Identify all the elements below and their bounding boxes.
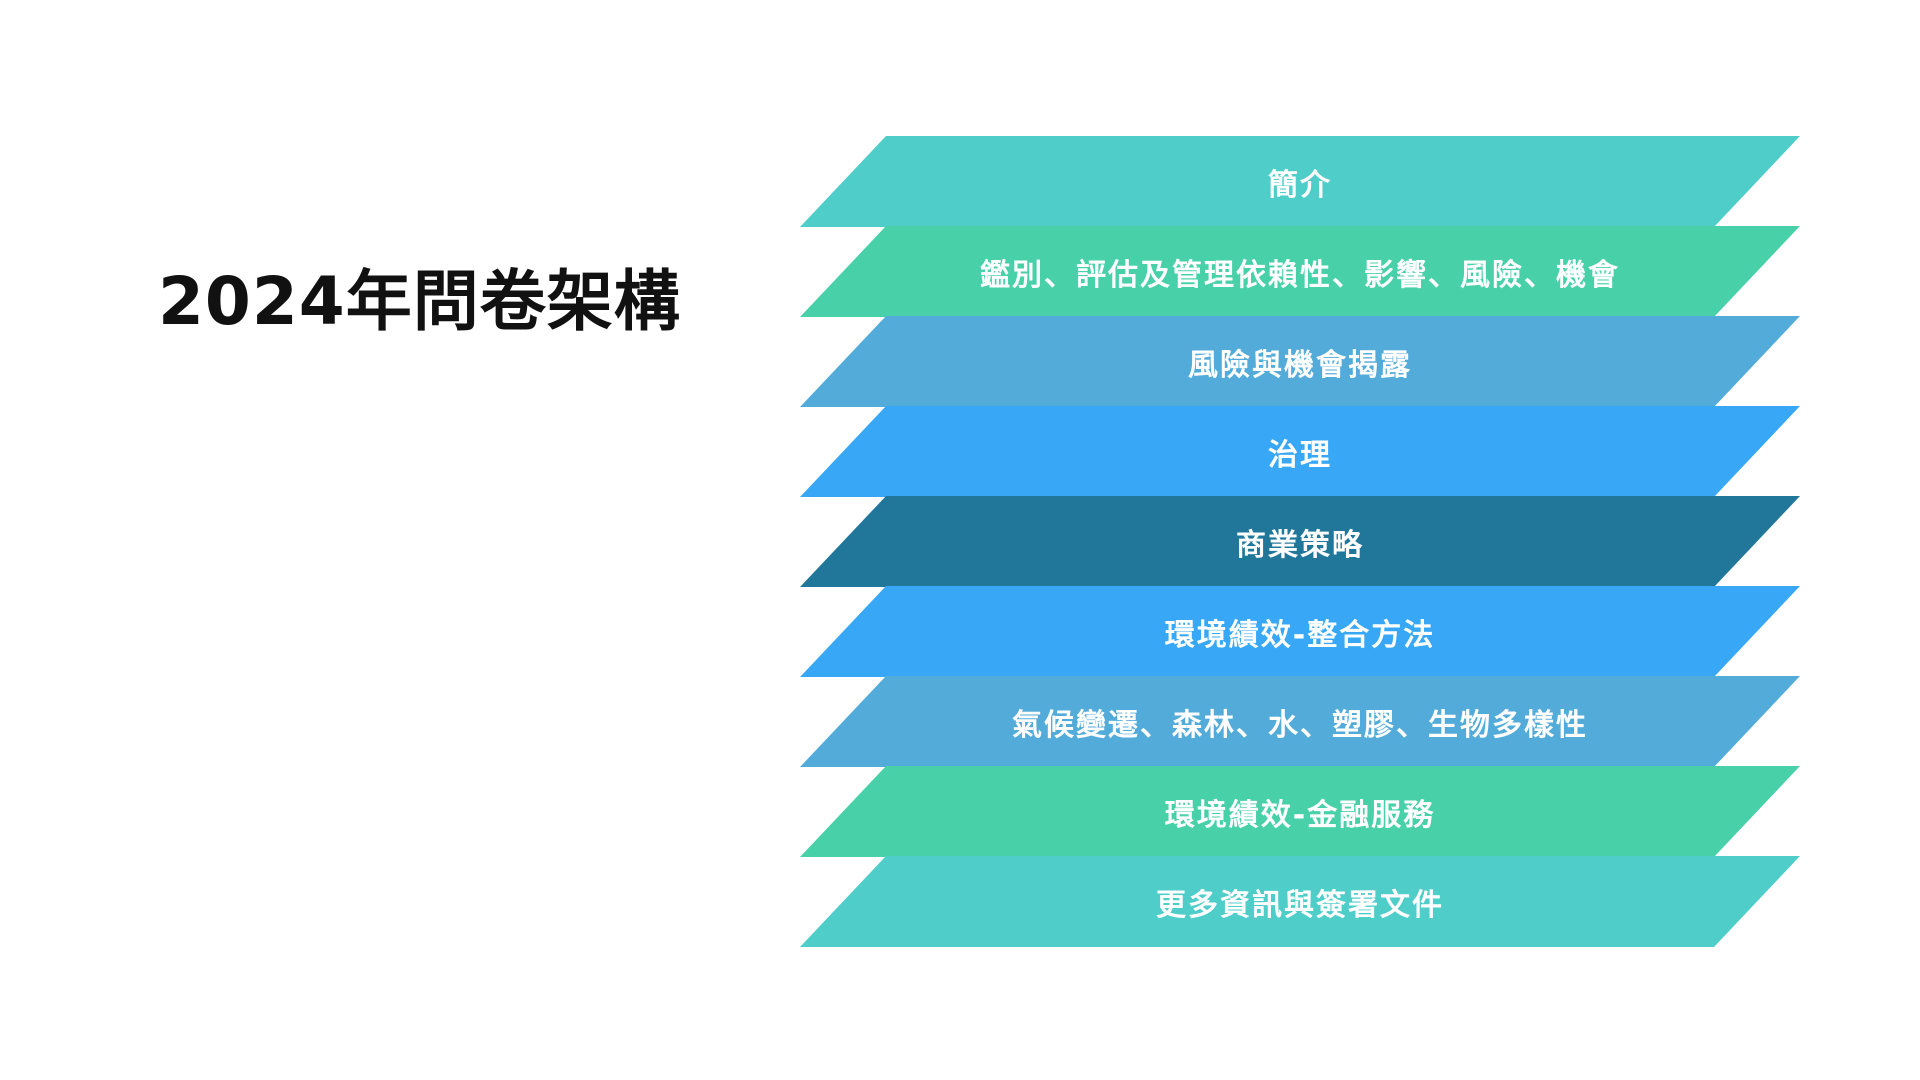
layer-label: 氣候變遷、森林、水、塑膠、生物多樣性: [1012, 707, 1588, 743]
layer-label: 商業策略: [1236, 527, 1364, 563]
page-title: 2024年問卷架構: [158, 263, 681, 340]
layer-business-strategy: 商業策略: [800, 496, 1800, 587]
layer-introduction: 簡介: [800, 136, 1800, 227]
layer-risk-opportunity-disclosure: 風險與機會揭露: [800, 316, 1800, 407]
layer-climate-forests-water-plastics-biodiversity: 氣候變遷、森林、水、塑膠、生物多樣性: [800, 676, 1800, 767]
layer-identify-assess-manage: 鑑別、評估及管理依賴性、影響、風險、機會: [800, 226, 1800, 317]
layer-environmental-performance-integrated: 環境績效-整合方法: [800, 586, 1800, 677]
layer-further-information-signoff: 更多資訊與簽署文件: [800, 856, 1800, 947]
layer-label: 治理: [1268, 437, 1332, 473]
layer-label: 環境績效-整合方法: [1164, 617, 1436, 653]
layer-label: 鑑別、評估及管理依賴性、影響、風險、機會: [980, 257, 1620, 293]
layer-label: 環境績效-金融服務: [1164, 797, 1436, 833]
layer-governance: 治理: [800, 406, 1800, 497]
layer-environmental-performance-financial: 環境績效-金融服務: [800, 766, 1800, 857]
layer-label: 簡介: [1268, 167, 1332, 203]
layer-label: 更多資訊與簽署文件: [1156, 887, 1444, 923]
questionnaire-structure-stack: 簡介 鑑別、評估及管理依賴性、影響、風險、機會 風險與機會揭露 治理 商業策略 …: [800, 136, 1800, 947]
layer-label: 風險與機會揭露: [1188, 347, 1412, 383]
